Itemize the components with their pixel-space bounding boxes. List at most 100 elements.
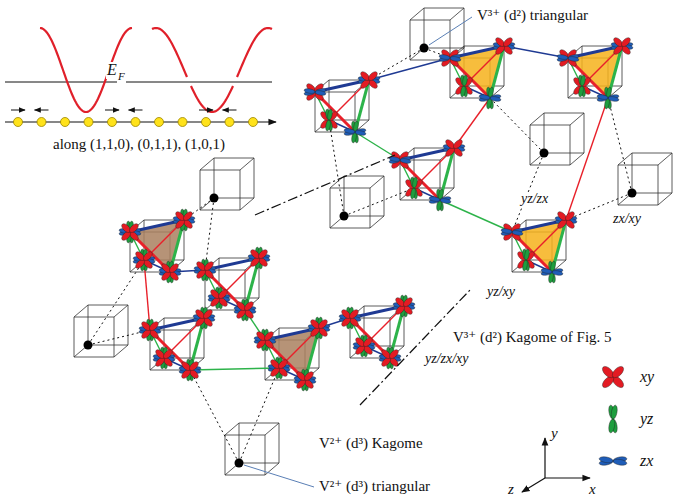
atom-site	[178, 118, 187, 127]
unit-cube	[240, 170, 241, 210]
unit-cube	[265, 435, 266, 475]
bond-line	[490, 98, 544, 153]
orbital-lobes	[490, 96, 502, 102]
orbital-lobes	[304, 88, 316, 94]
orbital-lobes	[599, 456, 628, 466]
triangular-site	[84, 44, 637, 468]
orbital-lobes	[580, 75, 586, 87]
orbital-lobes	[202, 308, 214, 320]
direction-note: along (1,1,0), (0,1,1), (1,0,1)	[52, 137, 226, 153]
orbital-lobes	[439, 54, 451, 60]
orbital-lobes	[315, 90, 327, 96]
unit-cube	[315, 92, 316, 132]
legend-text: xy	[640, 368, 654, 386]
orbital-lobes	[429, 196, 441, 202]
orbital-lobes	[555, 210, 577, 230]
unit-cube	[254, 158, 255, 198]
orbital-lobes	[263, 330, 275, 342]
unit-cube	[384, 176, 385, 216]
unit-cube	[632, 153, 672, 154]
orbital-lobes	[429, 189, 451, 211]
unit-cube	[225, 475, 265, 476]
legend-swatch	[598, 362, 628, 392]
bond-line	[329, 120, 344, 216]
atom-site	[37, 118, 46, 127]
orbital-lobes	[608, 419, 616, 434]
unit-cube	[370, 176, 384, 188]
spin-arrow	[11, 110, 25, 111]
orbital-lobes	[410, 188, 416, 200]
bond-line	[190, 368, 279, 370]
orbital-lobes	[608, 405, 618, 434]
band-curve	[152, 28, 272, 112]
orbital-lobes	[597, 94, 609, 100]
unit-cube	[530, 125, 531, 165]
bond-line	[440, 200, 512, 232]
unit-cube	[330, 188, 331, 228]
unit-cube	[568, 58, 569, 98]
legend-item: xy	[598, 362, 654, 392]
unit-cube	[114, 317, 115, 357]
orbital-lobes	[304, 82, 326, 102]
unit-cube	[658, 193, 672, 205]
orbital-lobes	[254, 329, 276, 351]
unit-cube	[530, 113, 544, 125]
orbital-lobes	[348, 308, 360, 320]
unit-cube	[410, 8, 424, 20]
atom-site	[202, 118, 211, 127]
orbital-lobes	[344, 121, 366, 143]
orbital-lobes	[153, 347, 175, 369]
unit-cube	[200, 210, 240, 211]
orbital-lobes	[362, 336, 374, 348]
spin-arrow	[35, 110, 49, 111]
unit-cube	[410, 20, 411, 60]
orbital-lobes	[355, 130, 367, 136]
orbital-lobes	[620, 36, 632, 48]
orbital-lobes	[557, 48, 579, 68]
triangular-site	[235, 459, 244, 468]
orbital-lobes	[610, 364, 625, 379]
bond-line	[88, 260, 144, 345]
bond-line	[608, 98, 632, 193]
orbital-lobes	[501, 228, 513, 234]
triangular-site	[84, 341, 93, 350]
orbital-lobes	[367, 70, 379, 82]
legend-swatch	[598, 404, 628, 434]
unit-cube	[450, 58, 451, 98]
unit-cube	[632, 153, 633, 193]
unit-cube	[570, 113, 584, 125]
bond-line	[239, 368, 279, 463]
unit-cube	[225, 423, 239, 435]
unit-cube	[114, 305, 128, 317]
orbital-lobes	[462, 75, 468, 87]
unit-cube	[214, 198, 254, 199]
orbital-lobes	[193, 307, 215, 329]
energy-subscript: F	[117, 71, 126, 83]
orbital-lobes	[317, 318, 329, 330]
atom-site	[249, 118, 258, 127]
orbital-lobes	[578, 86, 584, 98]
unit-cube	[88, 345, 128, 346]
orbital-lobes	[564, 210, 576, 222]
orbital-lobes	[319, 109, 339, 131]
unit-cube	[88, 305, 89, 345]
triangular-site	[210, 194, 219, 203]
correspondence-line	[255, 155, 470, 405]
unit-cube	[530, 125, 570, 126]
orbital-lobes	[613, 458, 628, 466]
unit-cube	[214, 158, 215, 198]
orbital-lobes	[522, 260, 528, 272]
orbital-lobes	[303, 370, 315, 382]
orbital-lobes	[524, 249, 530, 261]
unit-cube	[632, 193, 672, 194]
orbital-lobes	[358, 70, 380, 90]
band-curve	[40, 28, 132, 112]
axis-label: y	[550, 426, 559, 442]
orbital-lobes	[308, 317, 330, 339]
orbital-lobes	[179, 359, 201, 381]
axes-symbol	[522, 438, 590, 492]
legend-text: zx	[640, 452, 653, 470]
orbital-lobes	[234, 299, 256, 321]
orbital-label: yz/zx	[520, 192, 549, 207]
